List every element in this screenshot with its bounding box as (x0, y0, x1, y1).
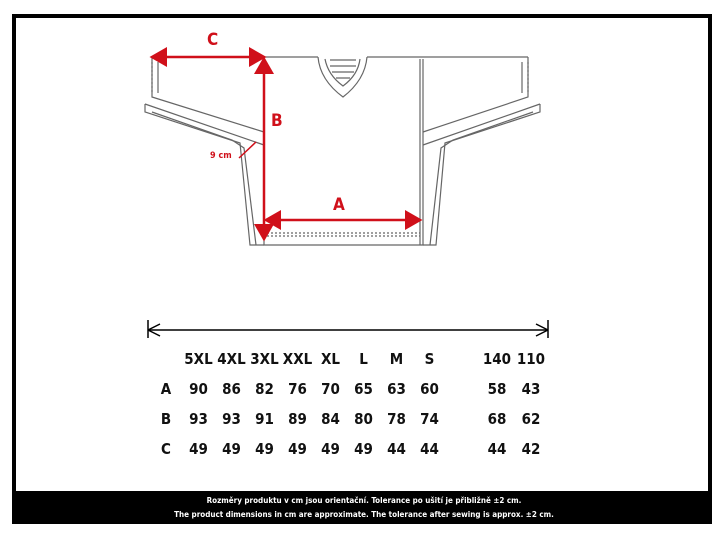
table-row: A 90 86 82 76 70 65 63 60 58 43 (150, 374, 548, 404)
table-cell: 93 (189, 410, 208, 428)
size-table: 5XL 4XL 3XL XXL XL L M S 140 110 A 90 86… (150, 344, 548, 464)
row-label: B (160, 410, 172, 428)
table-cell: 49 (222, 440, 241, 458)
spacer-cell (446, 404, 480, 434)
size-header: S (424, 350, 435, 368)
size-header-row: 5XL 4XL 3XL XXL XL L M S 140 110 (150, 344, 548, 374)
table-cell: 84 (321, 410, 340, 428)
table-row: C 49 49 49 49 49 49 44 44 44 42 (150, 434, 548, 464)
table-row: B 93 93 91 89 84 80 78 74 68 62 (150, 404, 548, 434)
size-header: M (389, 350, 404, 368)
footer-line-en: The product dimensions in cm are approxi… (174, 510, 554, 519)
outer-frame (12, 14, 712, 524)
size-header: 110 (516, 350, 546, 368)
size-header: XL (320, 350, 340, 368)
row-label: A (160, 380, 172, 398)
table-cell: 70 (321, 380, 340, 398)
table-cell: 65 (354, 380, 373, 398)
table-cell: 44 (420, 440, 439, 458)
table-cell: 89 (288, 410, 307, 428)
table-cell: 80 (354, 410, 373, 428)
table-cell: 78 (387, 410, 406, 428)
size-header: XXL (282, 350, 313, 368)
spacer-cell (446, 374, 480, 404)
size-header: 5XL (184, 350, 213, 368)
table-cell: 90 (189, 380, 208, 398)
table-cell: 60 (420, 380, 439, 398)
sleeve-end-line (238, 141, 257, 159)
jersey-outline (144, 56, 541, 246)
spacer-cell (446, 434, 480, 464)
sleeve-end-label: 9 cm (210, 151, 232, 161)
table-cell: 49 (189, 440, 208, 458)
table-cell: 91 (255, 410, 274, 428)
size-header: 3XL (250, 350, 279, 368)
table-cell: 44 (387, 440, 406, 458)
table-cell: 76 (288, 380, 307, 398)
dimension-a-label: A (333, 195, 345, 215)
size-range-arrow (147, 320, 549, 338)
table-cell: 62 (521, 410, 541, 428)
row-label: C (161, 440, 171, 458)
footer-line-cz: Rozměry produktu v cm jsou orientační. T… (206, 496, 522, 505)
table-cell: 44 (487, 440, 507, 458)
table-cell: 42 (521, 440, 541, 458)
dimension-c-label: C (207, 30, 219, 50)
size-header: 140 (482, 350, 512, 368)
size-header: 4XL (217, 350, 246, 368)
footer-note: Rozměry produktu v cm jsou orientační. T… (16, 491, 712, 524)
table-corner (150, 344, 182, 374)
table-cell: 86 (222, 380, 241, 398)
spacer-cell (446, 344, 480, 374)
measurement-lines (149, 47, 423, 242)
table-cell: 68 (487, 410, 507, 428)
table-cell: 58 (487, 380, 507, 398)
table-cell: 49 (288, 440, 307, 458)
size-header: L (359, 350, 368, 368)
table-cell: 74 (420, 410, 439, 428)
table-cell: 63 (387, 380, 406, 398)
table-cell: 49 (321, 440, 340, 458)
table-cell: 82 (255, 380, 274, 398)
table-cell: 43 (521, 380, 541, 398)
table-cell: 49 (354, 440, 373, 458)
table-cell: 93 (222, 410, 241, 428)
dimension-b-label: B (271, 111, 283, 131)
table-cell: 49 (255, 440, 274, 458)
